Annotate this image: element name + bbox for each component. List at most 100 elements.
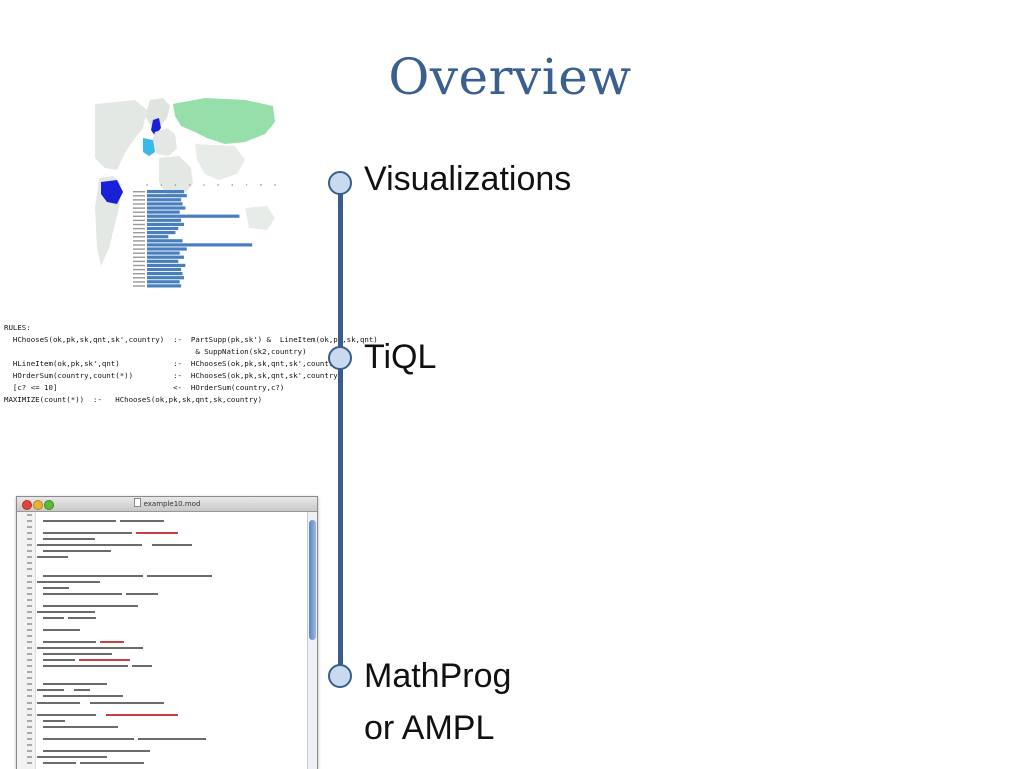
bar-chart-bar-8 bbox=[147, 222, 184, 226]
line-number bbox=[17, 725, 35, 730]
bar-chart-category-label-3 bbox=[133, 203, 145, 205]
code-line bbox=[37, 634, 308, 639]
code-line bbox=[37, 652, 308, 657]
code-line bbox=[37, 616, 308, 621]
code-line bbox=[37, 701, 308, 706]
line-number bbox=[17, 737, 35, 742]
line-number bbox=[17, 755, 35, 760]
bar-chart-category-label-11 bbox=[133, 236, 145, 238]
line-number bbox=[17, 713, 35, 718]
bar-chart-bar-20 bbox=[147, 272, 183, 276]
line-number bbox=[17, 598, 35, 603]
code-line bbox=[37, 537, 308, 542]
map-region-asia bbox=[195, 144, 245, 180]
timeline-label-visualizations: Visualizations bbox=[364, 160, 572, 198]
line-number bbox=[17, 543, 35, 548]
code-line bbox=[37, 513, 308, 518]
close-window-icon[interactable] bbox=[22, 500, 32, 510]
timeline-node-mathprog bbox=[328, 664, 352, 688]
code-line bbox=[37, 646, 308, 651]
code-line bbox=[37, 640, 308, 645]
bar-chart-bar-2 bbox=[147, 198, 182, 202]
line-number bbox=[17, 634, 35, 639]
map-region-africa bbox=[159, 156, 193, 198]
bar-chart-category-label-7 bbox=[133, 219, 145, 222]
code-line bbox=[37, 682, 308, 687]
bar-chart-bar-0 bbox=[147, 190, 184, 194]
bar-chart-bar-16 bbox=[147, 255, 184, 259]
bar-chart-bar-3 bbox=[147, 202, 183, 206]
editor-title: example10.mod bbox=[17, 498, 317, 508]
code-line bbox=[37, 555, 308, 560]
code-line bbox=[37, 737, 308, 742]
bar-chart-bar-18 bbox=[147, 263, 186, 267]
line-number bbox=[17, 567, 35, 572]
code-line bbox=[37, 731, 308, 736]
bar-chart-bar-4 bbox=[147, 206, 186, 210]
timeline-label-tiql: TiQL bbox=[364, 338, 437, 376]
bar-chart-tick-2: 2 bbox=[175, 183, 177, 187]
line-number bbox=[17, 761, 35, 766]
map-region-north-america bbox=[95, 100, 147, 170]
code-line bbox=[37, 592, 308, 597]
line-number bbox=[17, 749, 35, 754]
code-line bbox=[37, 525, 308, 530]
code-line bbox=[37, 755, 308, 760]
bar-chart-category-label-8 bbox=[133, 223, 145, 226]
line-number bbox=[17, 574, 35, 579]
bar-chart-bar-23 bbox=[147, 284, 182, 288]
bar-chart-category-label-19 bbox=[133, 268, 145, 271]
bar-chart-tick-5: 5 bbox=[217, 183, 219, 187]
editor-window: example10.mod bbox=[16, 496, 318, 769]
line-number bbox=[17, 707, 35, 712]
code-line bbox=[37, 688, 308, 693]
code-line bbox=[37, 543, 308, 548]
bar-chart-tick-8: 8 bbox=[260, 183, 262, 187]
line-number bbox=[17, 694, 35, 699]
line-number bbox=[17, 719, 35, 724]
bar-chart-bar-21 bbox=[147, 276, 184, 280]
code-line bbox=[37, 761, 308, 766]
code-line bbox=[37, 658, 308, 663]
zoom-window-icon[interactable] bbox=[44, 500, 54, 510]
vertical-scrollbar[interactable] bbox=[307, 512, 317, 769]
code-line bbox=[37, 598, 308, 603]
world-map bbox=[95, 98, 275, 266]
code-line bbox=[37, 676, 308, 681]
bar-chart-bar-22 bbox=[147, 280, 180, 284]
line-number bbox=[17, 610, 35, 615]
map-region-cyan bbox=[143, 138, 155, 156]
bar-chart-category-label-16 bbox=[133, 256, 145, 258]
line-number bbox=[17, 646, 35, 651]
timeline-label-mathprog: MathProg or AMPL bbox=[364, 657, 512, 747]
line-number bbox=[17, 688, 35, 693]
bar-chart-category-label-17 bbox=[133, 260, 145, 263]
code-line bbox=[37, 713, 308, 718]
map-region-australia bbox=[245, 206, 275, 230]
scrollbar-thumb[interactable] bbox=[309, 520, 316, 640]
code-area[interactable] bbox=[17, 512, 308, 769]
code-line bbox=[37, 567, 308, 572]
line-number bbox=[17, 628, 35, 633]
map-region-greenland bbox=[145, 98, 170, 128]
map-region-blue-north bbox=[151, 118, 161, 136]
line-number bbox=[17, 525, 35, 530]
code-line bbox=[37, 604, 308, 609]
code-line bbox=[37, 694, 308, 699]
editor-title-bar: example10.mod bbox=[17, 497, 317, 512]
line-number bbox=[17, 592, 35, 597]
bar-chart-bar-7 bbox=[147, 218, 182, 222]
line-number bbox=[17, 586, 35, 591]
line-number bbox=[17, 549, 35, 554]
bar-chart-category-label-15 bbox=[133, 252, 145, 254]
code-line bbox=[37, 670, 308, 675]
bar-chart-bar-11 bbox=[147, 235, 169, 239]
document-icon bbox=[133, 498, 141, 507]
bar-chart-bar-19 bbox=[147, 267, 182, 272]
line-number bbox=[17, 561, 35, 566]
minimize-window-icon[interactable] bbox=[33, 500, 43, 510]
bar-chart-bar-9 bbox=[147, 226, 179, 231]
bar-chart-bar-1 bbox=[147, 194, 187, 198]
